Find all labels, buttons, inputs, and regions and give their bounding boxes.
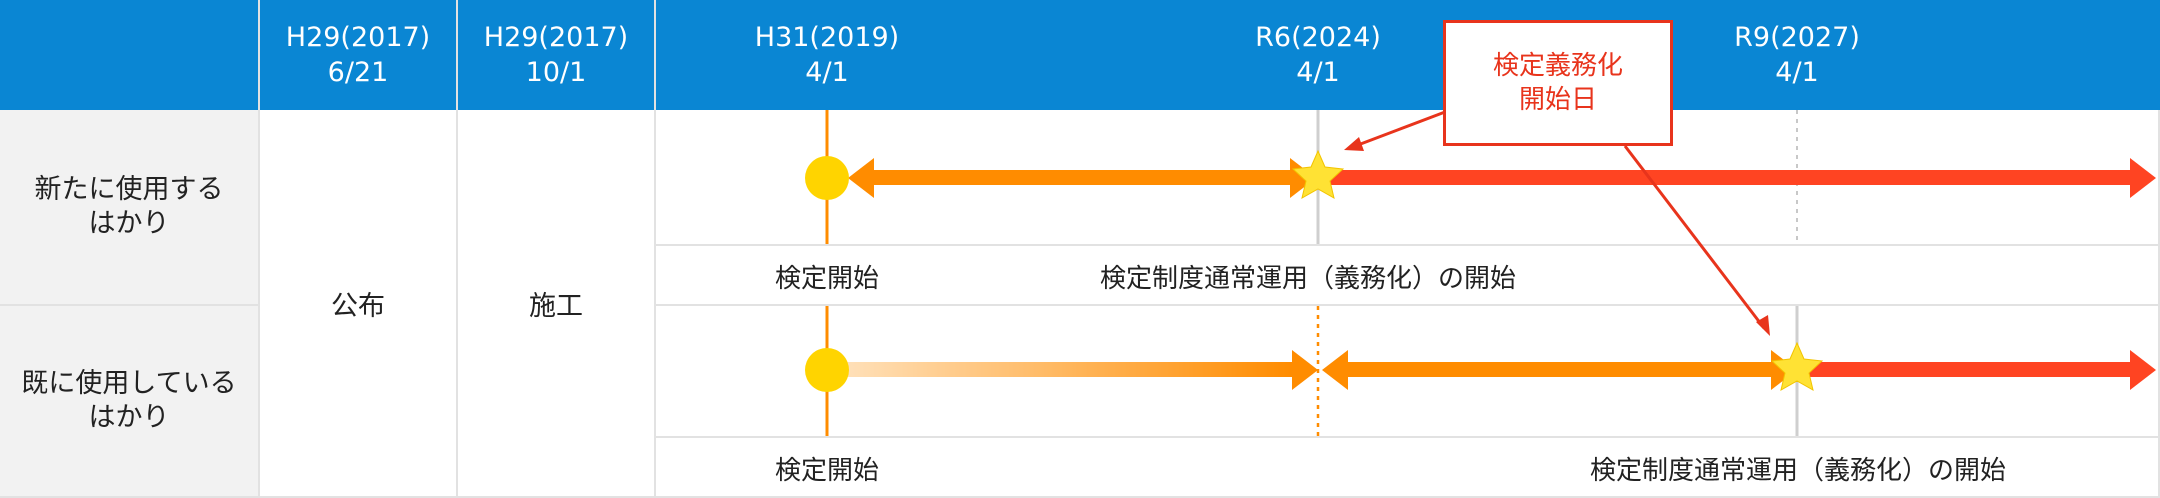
star-marker-icon [1291,149,1345,199]
header-date-enforcement: H29(2017) 10/1 [458,0,654,110]
promulgation-cell: 公布 [331,290,385,322]
arrow-head-icon [848,158,874,198]
bar-orange [870,170,1290,185]
arrow-head-icon [1322,350,1348,390]
header-era: H29(2017) [285,22,431,53]
header-month-day: 4/1 [1775,57,1819,88]
column-divider [654,0,656,498]
timeline-divider [656,304,2160,306]
header-date-2024: R6(2024) 4/1 [1218,0,1418,110]
enforcement-cell: 施工 [529,290,583,322]
arrow-head-icon [2130,158,2156,198]
bottom-border [0,496,2160,498]
callout-pointer [1623,145,1766,329]
header-month-day: 4/1 [1296,57,1340,88]
callout-mandatory-start: 検定義務化 開始日 [1443,20,1673,146]
arrow-head-icon [1756,315,1770,336]
row-divider [0,304,258,306]
header-date-2019: H31(2019) 4/1 [727,0,927,110]
header-date-2027: R9(2027) 4/1 [1697,0,1897,110]
bar-red [1799,362,2132,377]
bar-orange [1344,362,1774,377]
star-marker-icon [1770,341,1824,391]
timeline-divider [656,436,2160,438]
callout-line: 検定義務化 [1492,51,1623,81]
bar-red [1320,170,2132,185]
circle-marker-icon [805,156,849,200]
header-era: R9(2027) [1734,22,1860,53]
row2-start-label: 検定開始 [774,456,880,486]
column-divider [258,0,260,498]
header-month-day: 10/1 [525,57,587,88]
arrow-head-icon [1292,350,1318,390]
header-month-day: 4/1 [805,57,849,88]
row-label-line: 既に使用している [21,368,237,399]
arrow-head-icon [1344,137,1364,151]
column-divider [456,0,458,498]
bar-gradient [830,362,1292,377]
header-era: H29(2017) [483,22,629,53]
row-label-new-scales: 新たに使用する はかり [0,110,258,304]
row-label-existing-scales: 既に使用している はかり [0,306,258,496]
row-label-line: はかり [88,208,170,239]
header-month-day: 6/21 [327,57,389,88]
arrow-head-icon [2130,350,2156,390]
row-label-line: はかり [88,402,170,433]
circle-marker-icon [805,348,849,392]
timeline-divider [656,244,2160,246]
callout-line: 開始日 [1518,85,1597,115]
row-label-line: 新たに使用する [34,174,224,205]
header-blank-cell [0,0,258,110]
header-era: R6(2024) [1255,22,1381,53]
row1-start-label: 検定開始 [774,264,880,294]
row2-operation-label: 検定制度通常運用（義務化）の開始 [1589,456,2007,486]
header-date-publication: H29(2017) 6/21 [260,0,456,110]
row1-operation-label: 検定制度通常運用（義務化）の開始 [1099,264,1517,294]
callout-pointer [1349,110,1446,150]
header-era: H31(2019) [754,22,900,53]
